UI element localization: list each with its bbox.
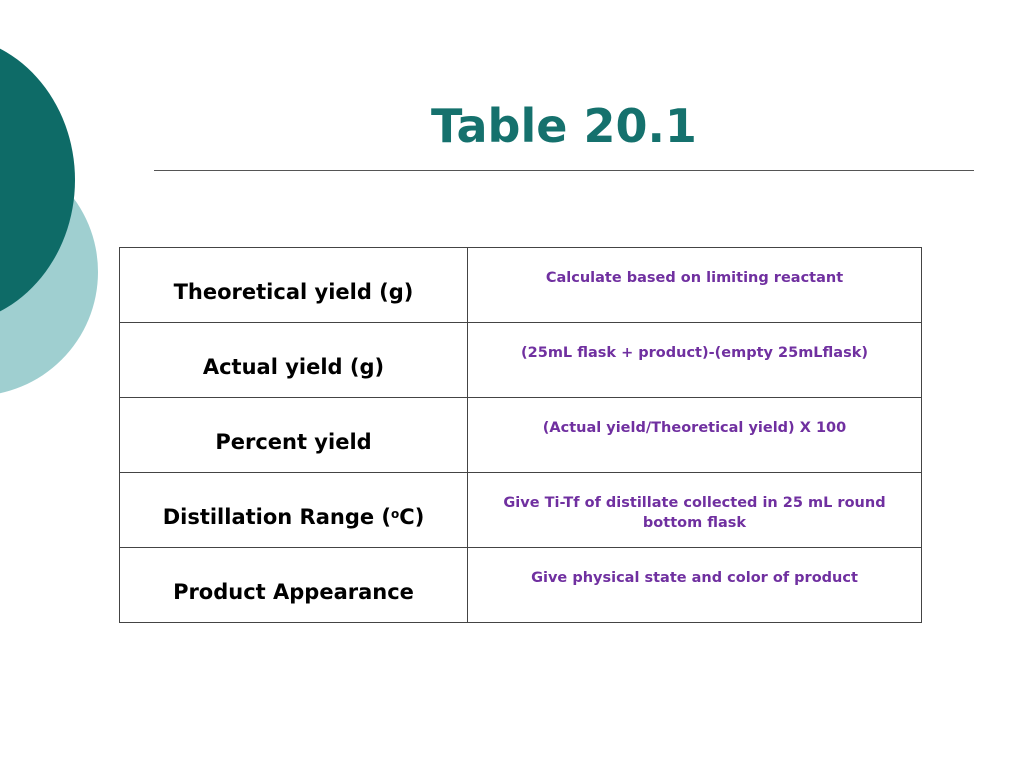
table-row: Actual yield (g) (25mL flask + product)-… <box>119 322 922 398</box>
degree-superscript: o <box>391 507 400 521</box>
row-label: Percent yield <box>119 397 468 473</box>
row-instruction: Calculate based on limiting reactant <box>467 247 922 323</box>
row-label: Product Appearance <box>119 547 468 623</box>
row-label: Actual yield (g) <box>119 322 468 398</box>
results-table: Theoretical yield (g) Calculate based on… <box>119 247 922 623</box>
row-instruction: Give physical state and color of product <box>467 547 922 623</box>
row-instruction: (Actual yield/Theoretical yield) X 100 <box>467 397 922 473</box>
table-row: Product Appearance Give physical state a… <box>119 547 922 623</box>
row-label: Theoretical yield (g) <box>119 247 468 323</box>
table-row: Distillation Range (oC) Give Ti-Tf of di… <box>119 472 922 548</box>
row-label-suffix: C) <box>399 505 425 529</box>
slide-title: Table 20.1 <box>431 99 697 153</box>
table-row: Percent yield (Actual yield/Theoretical … <box>119 397 922 473</box>
row-label-prefix: Distillation Range ( <box>162 505 392 529</box>
table-row: Theoretical yield (g) Calculate based on… <box>119 247 922 323</box>
row-instruction: Give Ti-Tf of distillate collected in 25… <box>467 472 922 548</box>
row-label: Distillation Range (oC) <box>119 472 468 548</box>
title-divider <box>154 170 974 171</box>
row-instruction: (25mL flask + product)-(empty 25mLflask) <box>467 322 922 398</box>
